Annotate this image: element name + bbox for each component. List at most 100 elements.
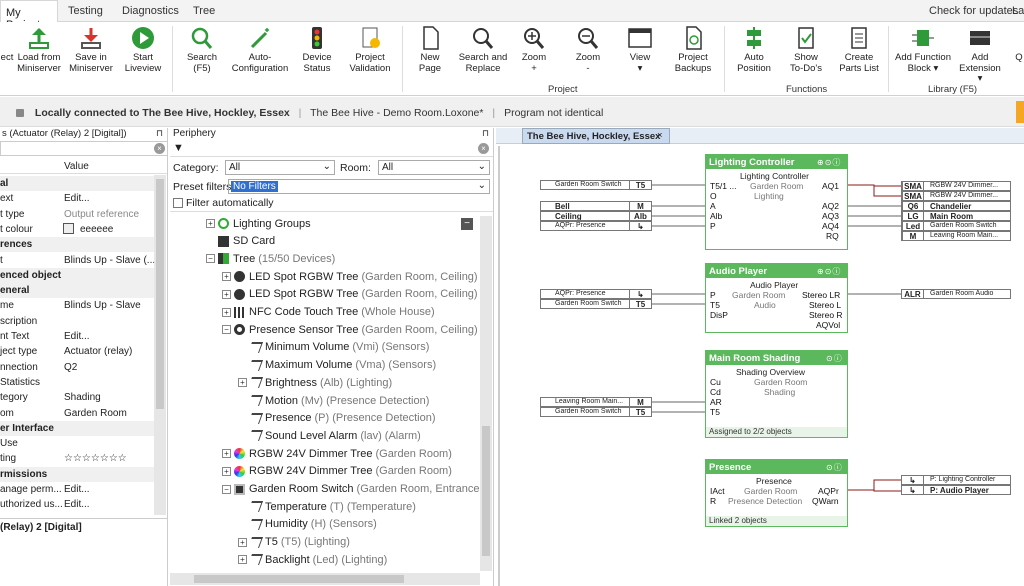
tree-item[interactable]: Temperature(T) (Temperature) [238, 498, 416, 515]
tree-item[interactable]: Maximum Volume(Vma) (Sensors) [238, 357, 436, 374]
property-row[interactable]: anage perm...Edit... [0, 482, 154, 497]
view-button[interactable]: View▾ [622, 26, 658, 74]
scrollbar-thumb[interactable] [194, 575, 404, 583]
property-row[interactable]: scription [0, 314, 154, 329]
properties-scrollbar[interactable] [154, 175, 166, 515]
tab-testing[interactable]: Testing [68, 5, 103, 17]
clear-search-icon[interactable]: × [154, 143, 165, 154]
tab-diagnostics[interactable]: Diagnostics [122, 5, 179, 17]
output-pin[interactable]: QWarn [812, 496, 839, 506]
filter-icon[interactable]: ▼ [173, 142, 184, 154]
property-row[interactable]: Statistics [0, 375, 154, 390]
tree-item[interactable]: +Lighting Groups [206, 215, 314, 232]
property-row[interactable]: eneral [0, 283, 154, 299]
clear-filter-icon[interactable]: × [478, 143, 489, 154]
input-pin[interactable]: Alb [710, 211, 723, 221]
block-controls-icon[interactable]: ⊙ⓘ [826, 354, 843, 363]
collapse-icon[interactable]: − [222, 325, 231, 335]
input-pin[interactable]: A [710, 201, 716, 211]
input-pin[interactable]: T5 [710, 300, 720, 310]
tree-item[interactable]: +Backlight(Led) (Lighting) [238, 551, 387, 568]
output-pin[interactable]: AQ3 [822, 211, 840, 221]
collapse-icon[interactable]: − [206, 254, 215, 264]
input-pin[interactable]: AR [710, 397, 722, 407]
input-reference[interactable]: AQPr: Presence↳ [540, 289, 652, 299]
block-controls-icon[interactable]: ⊕⊙ⓘ [817, 267, 842, 276]
expand-icon[interactable]: + [222, 307, 231, 317]
tab-my-project[interactable]: My Project [0, 0, 58, 31]
output-pin[interactable]: AQVol [816, 320, 841, 330]
tree-item[interactable]: +LED Spot RGBW Tree(Garden Room, Ceiling… [222, 286, 478, 303]
expand-icon[interactable]: + [222, 272, 231, 282]
block-controls-icon[interactable]: ⊕⊙ⓘ [817, 158, 842, 167]
presence-block[interactable]: Presence ⊙ⓘ Presence Garden Room Presenc… [705, 459, 848, 527]
connect-button[interactable]: ect [0, 26, 14, 64]
collapse-icon[interactable]: − [222, 484, 231, 494]
input-pin[interactable]: O [710, 191, 717, 201]
input-reference[interactable]: Leaving Room Main...M [540, 397, 652, 407]
tree-item[interactable]: −Tree(15/50 Devices) [206, 250, 335, 267]
tree-item[interactable]: +T5(T5) (Lighting) [238, 534, 350, 551]
output-pin[interactable]: Stereo LR [802, 290, 841, 300]
tree-item[interactable]: Minimum Volume(Vmi) (Sensors) [238, 339, 429, 356]
room-select[interactable]: All⌄ [378, 160, 490, 175]
input-pin[interactable]: Cu [710, 377, 721, 387]
tree-item[interactable]: +NFC Code Touch Tree(Whole House) [222, 304, 435, 321]
input-pin[interactable]: T5/1 ... [710, 181, 737, 191]
tree-item[interactable]: SD Card [206, 233, 278, 250]
search-button[interactable]: Search(F5) [180, 26, 224, 74]
expand-icon[interactable]: + [222, 289, 231, 299]
tree-item[interactable]: +Brightness(Alb) (Lighting) [238, 374, 392, 391]
expand-icon[interactable]: + [238, 537, 247, 547]
scrollbar-thumb[interactable] [156, 179, 164, 409]
tree-h-scrollbar[interactable] [170, 573, 480, 585]
block-controls-icon[interactable]: ⊙ⓘ [826, 463, 843, 472]
output-pin[interactable]: AQ4 [822, 221, 840, 231]
tree-item[interactable]: −Presence Sensor Tree(Garden Room, Ceili… [222, 321, 478, 338]
tree-item[interactable]: Humidity(H) (Sensors) [238, 516, 377, 533]
input-pin[interactable]: P [710, 290, 716, 300]
expand-icon[interactable]: + [238, 378, 247, 388]
tree-item[interactable]: −Garden Room Switch(Garden Room, Entranc… [222, 481, 479, 498]
output-pin[interactable]: AQPr [818, 486, 839, 496]
language-menu[interactable]: La [1012, 5, 1024, 17]
main-room-shading-block[interactable]: Main Room Shading ⊙ⓘ Shading Overview Ga… [705, 350, 848, 438]
property-row[interactable]: er Interface [0, 420, 154, 436]
tab-tree[interactable]: Tree [193, 5, 216, 17]
pin-icon[interactable]: ⊓ [482, 128, 490, 138]
tree-item[interactable]: +LED Spot RGBW Tree(Garden Room, Ceiling… [222, 268, 478, 285]
category-select[interactable]: All⌄ [225, 160, 335, 175]
tree-item[interactable]: Motion(Mv) (Presence Detection) [238, 392, 429, 409]
preset-filters-select[interactable]: No Filters⌄ [228, 179, 490, 194]
close-icon[interactable]: × [657, 130, 663, 141]
auto-configuration-button[interactable]: Auto-Configuration [228, 26, 292, 74]
